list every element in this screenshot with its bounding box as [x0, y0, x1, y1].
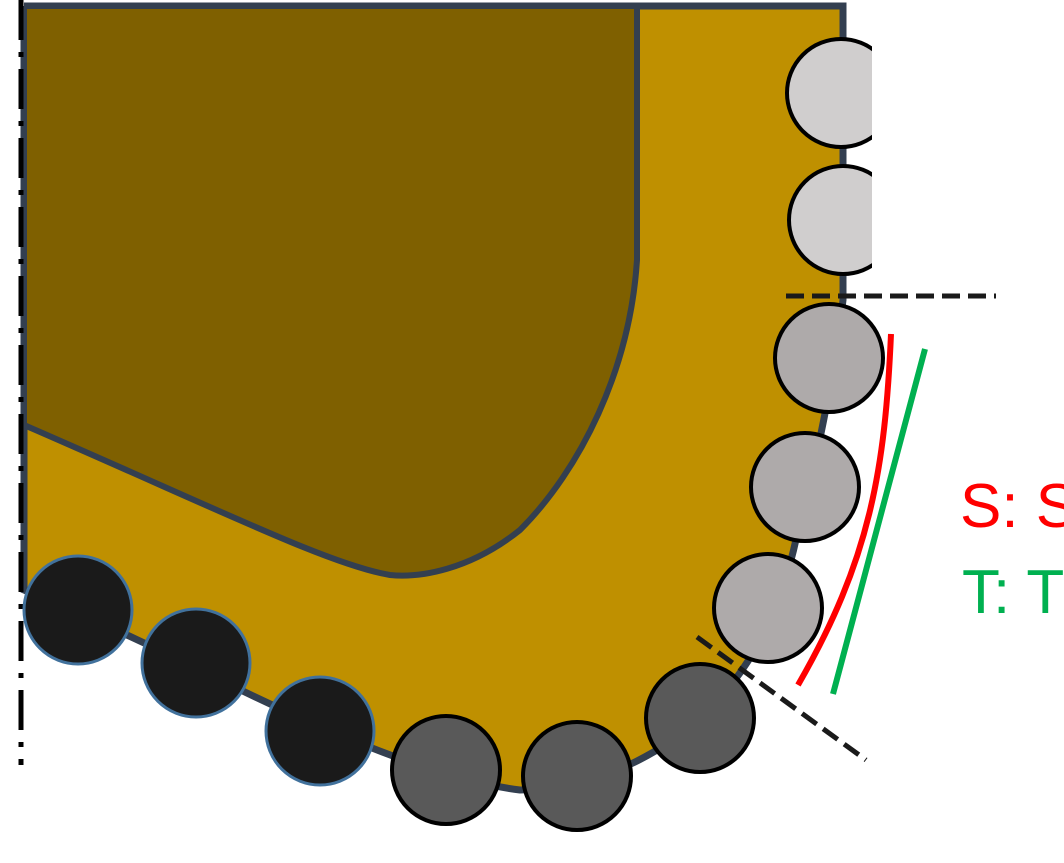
black-circle [264, 675, 376, 787]
light-circle [785, 37, 872, 149]
s-curve [795, 333, 894, 687]
dark-circle [644, 662, 756, 774]
black-circle [140, 607, 252, 719]
t-line [830, 348, 928, 695]
t-label: T: T [962, 558, 1064, 627]
dark-circle [390, 714, 502, 826]
black-circle [22, 554, 134, 666]
mid-circle [773, 302, 885, 414]
mid-circle [712, 552, 824, 664]
diagonal-dashed-line [695, 634, 868, 763]
inner-body [21, 3, 640, 579]
dark-circle [521, 720, 633, 832]
mid-circle [749, 431, 861, 543]
s-label: S: S [960, 472, 1064, 541]
light-circle [787, 164, 872, 276]
